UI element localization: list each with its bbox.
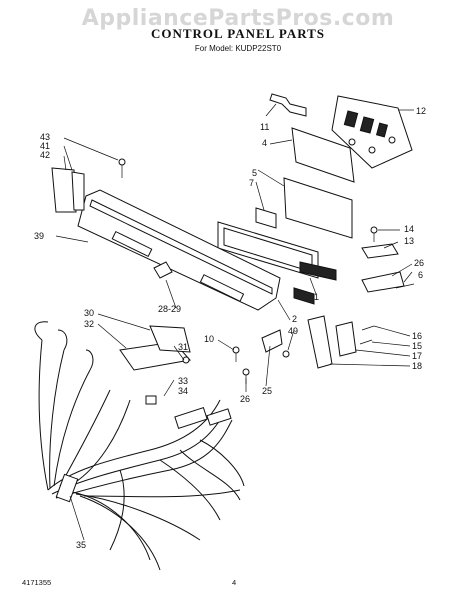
label-2: 2 (292, 314, 297, 324)
label-33: 33 (178, 376, 188, 386)
label-10: 10 (204, 334, 214, 344)
leader-lines (55, 103, 414, 541)
part-bracket-25 (261, 329, 290, 358)
page-number: 4 (232, 578, 237, 587)
label-30: 30 (84, 308, 94, 318)
label-5: 5 (252, 168, 257, 178)
part-label (255, 207, 277, 229)
label-34: 34 (178, 386, 188, 396)
part-right-bracket (361, 226, 415, 293)
label-18: 18 (412, 361, 422, 371)
part-shield (291, 127, 355, 183)
label-32: 32 (84, 319, 94, 329)
label-39: 39 (34, 231, 44, 241)
part-end-cap (51, 158, 126, 213)
label-12: 12 (416, 106, 426, 116)
part-side-trim (307, 315, 375, 369)
model-number: For Model: KUDP22ST0 (194, 44, 282, 53)
label-35: 35 (76, 540, 86, 550)
label-13: 13 (404, 236, 414, 246)
part-wiring-harness (34, 321, 245, 571)
label-25: 25 (262, 386, 272, 396)
label-11: 11 (260, 122, 269, 132)
label-17: 17 (412, 351, 422, 361)
label-6: 6 (418, 270, 423, 280)
part-keypad-bracket (283, 177, 353, 305)
label-16: 16 (412, 331, 422, 341)
label-41: 41 (40, 141, 50, 151)
label-31: 31 (178, 342, 188, 352)
part-housing (119, 325, 191, 371)
label-42: 42 (40, 150, 50, 160)
part-bracket (269, 93, 307, 117)
label-7: 7 (249, 178, 254, 188)
watermark: AppliancePartsPros.com (81, 6, 395, 31)
label-43: 43 (40, 132, 50, 142)
part-control-panel (77, 189, 281, 311)
part-touchpad (217, 221, 337, 281)
label-26-right: 26 (414, 258, 424, 268)
part-control-board (331, 95, 413, 169)
part-screws (232, 346, 250, 384)
callout-labels: 12 11 4 5 7 1 2 49 14 13 26 6 16 15 17 1… (34, 106, 426, 550)
footer-code: 4171355 (22, 578, 52, 587)
label-49: 49 (288, 326, 298, 336)
label-1: 1 (314, 292, 319, 302)
label-28-29: 28-29 (158, 304, 181, 314)
diagram-title: CONTROL PANEL PARTS (150, 26, 326, 41)
label-26-bottom: 26 (240, 394, 250, 404)
label-4: 4 (262, 138, 267, 148)
label-15: 15 (412, 341, 422, 351)
label-14: 14 (404, 224, 414, 234)
